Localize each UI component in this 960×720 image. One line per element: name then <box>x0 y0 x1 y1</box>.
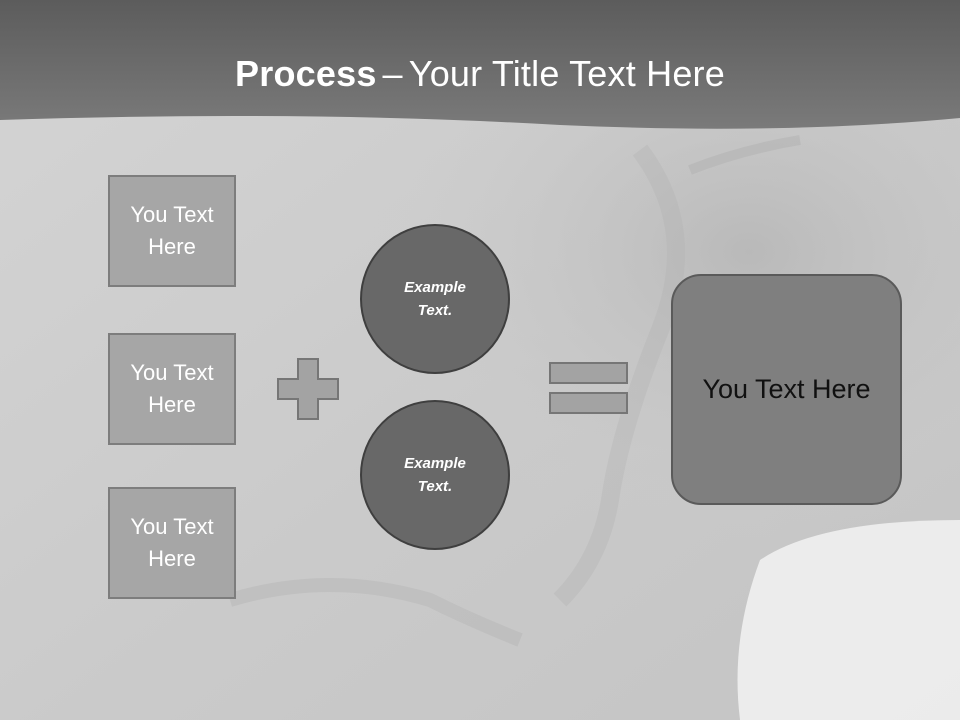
plus-icon <box>277 358 339 420</box>
circle-label: Example Text. <box>404 279 466 319</box>
slide-title: Process–Your Title Text Here <box>0 52 960 96</box>
text-box-3[interactable]: You Text Here <box>108 487 236 599</box>
text-box-label: You Text Here <box>130 202 214 259</box>
example-circle-1[interactable]: Example Text. <box>360 224 510 374</box>
title-dash: – <box>382 53 403 94</box>
text-box-1[interactable]: You Text Here <box>108 175 236 287</box>
text-box-2[interactable]: You Text Here <box>108 333 236 445</box>
circle-label: Example Text. <box>404 455 466 495</box>
equals-icon <box>549 362 628 414</box>
text-box-label: You Text Here <box>130 514 214 571</box>
title-rest: Your Title Text Here <box>408 53 725 94</box>
result-box-label: You Text Here <box>702 374 871 404</box>
example-circle-2[interactable]: Example Text. <box>360 400 510 550</box>
result-box[interactable]: You Text Here <box>671 274 902 505</box>
title-bold: Process <box>235 53 377 94</box>
text-box-label: You Text Here <box>130 360 214 417</box>
